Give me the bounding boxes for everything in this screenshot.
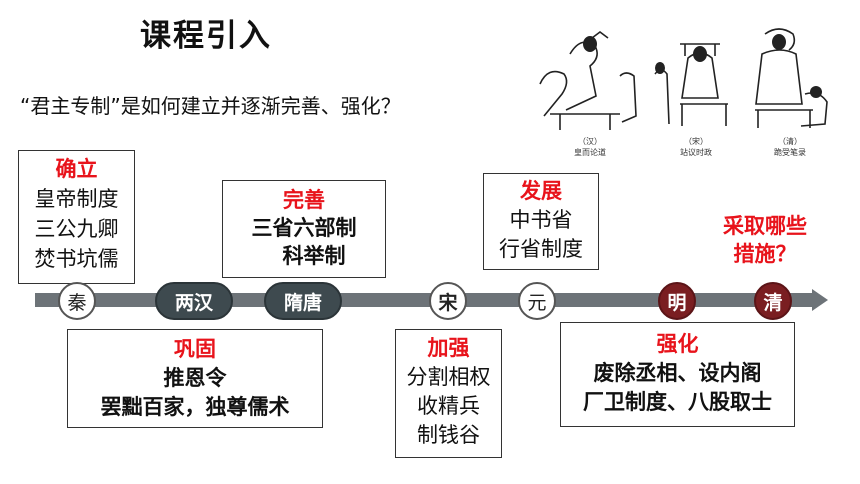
box-jiaqiang-heading: 加强 (427, 336, 470, 360)
timeline-arrow-icon (812, 289, 828, 311)
box-gonggu: 巩固 推恩令 罢黜百家，独尊儒术 (67, 329, 323, 428)
box-fazhan-line: 中书省 (509, 208, 573, 232)
page-title: 课程引入 (140, 18, 272, 54)
box-jiaqiang-line: 制钱谷 (417, 423, 480, 447)
caption-song: （宋） 站议时政 (680, 137, 712, 157)
timeline-node-qing: 清 (754, 282, 792, 320)
court-scenes-illustration: （汉） 皇而论道 （宋） 站议时政 （清） 跪受笔录 (530, 14, 835, 164)
box-fazhan-heading: 发展 (520, 179, 562, 203)
box-jiaqiang-line: 收精兵 (417, 394, 480, 418)
timeline-node-lianghan: 两汉 (155, 282, 233, 320)
caption-han: （汉） 皇而论道 (574, 137, 606, 157)
lead-question: “君主专制”是如何建立并逐渐完善、强化？ (20, 94, 401, 118)
timeline-node-song: 宋 (429, 282, 467, 320)
box-wanshan: 完善 三省六部制 科举制 (222, 180, 386, 278)
box-jiaqiang-line: 分割相权 (406, 365, 491, 389)
box-fazhan-line: 行省制度 (499, 237, 583, 261)
box-qianghua-line: 厂卫制度、八股取士 (583, 390, 772, 414)
box-jiaqiang: 加强 分割相权 收精兵 制钱谷 (395, 329, 502, 458)
qing-question-line: 采取哪些 (723, 214, 807, 238)
box-queli-line: 皇帝制度 (34, 187, 119, 211)
caption-qing: （清） 跪受笔录 (774, 137, 806, 157)
timeline-node-qin: 秦 (58, 282, 96, 320)
box-gonggu-line: 罢黜百家，独尊儒术 (100, 395, 290, 419)
box-gonggu-heading: 巩固 (174, 337, 216, 361)
box-qianghua: 强化 废除丞相、设内阁 厂卫制度、八股取士 (560, 322, 795, 427)
box-queli-heading: 确立 (55, 157, 98, 181)
box-wanshan-heading: 完善 (283, 188, 325, 212)
timeline-axis (35, 293, 813, 307)
box-queli: 确立 皇帝制度 三公九卿 焚书坑儒 (18, 150, 135, 284)
court-scenes-drawing (539, 28, 828, 130)
box-queli-line: 三公九卿 (34, 217, 119, 241)
box-qianghua-line: 废除丞相、设内阁 (593, 361, 762, 385)
box-wanshan-line: 三省六部制 (251, 216, 357, 240)
box-gonggu-line: 推恩令 (163, 366, 227, 390)
qing-question: 采取哪些 措施？ (700, 212, 830, 268)
box-wanshan-line: 科举制 (282, 244, 346, 268)
box-fazhan: 发展 中书省 行省制度 (483, 173, 599, 270)
qing-question-line: 措施？ (733, 242, 797, 266)
box-queli-line: 焚书坑儒 (34, 247, 119, 271)
timeline-node-ming: 明 (658, 282, 696, 320)
box-qianghua-heading: 强化 (656, 332, 699, 356)
timeline-node-yuan: 元 (518, 282, 556, 320)
timeline-node-suitang: 隋唐 (264, 282, 342, 320)
